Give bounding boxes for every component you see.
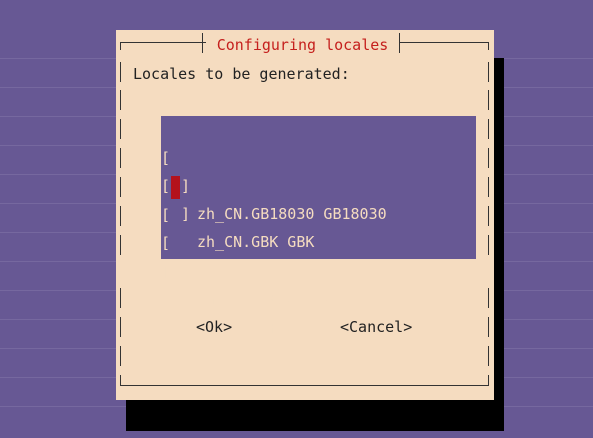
checkbox-open: [ — [161, 234, 171, 252]
locale-item[interactable]: [ ] zh_HK.UTF-8 UTF-8 — [161, 230, 476, 337]
frame-left — [120, 177, 121, 197]
checkbox-close: ] — [181, 205, 191, 223]
checkbox-open: [ — [161, 149, 171, 167]
locale-checklist[interactable]: [ ] zh_CN.GB18030 GB18030 [ ] zh_CN.GBK … — [161, 116, 476, 337]
locale-label: zh_CN.GBK GBK — [197, 233, 315, 251]
frame-right — [488, 206, 489, 226]
cancel-button[interactable]: <Cancel> — [340, 318, 413, 336]
title-divider — [399, 33, 400, 53]
frame-left — [120, 288, 121, 308]
frame-bottom — [120, 385, 489, 386]
frame-right — [488, 148, 489, 168]
frame-left — [120, 206, 121, 226]
locale-item-focused[interactable]: [ ] zh_CN.UTF-8 UTF-8 — [161, 173, 476, 308]
frame-left — [120, 119, 121, 139]
frame-left — [120, 375, 121, 385]
locale-label: zh_HK BIG5-HKSCS — [197, 290, 342, 308]
frame-right — [488, 62, 489, 82]
frame-right — [488, 90, 489, 110]
frame-top-right — [399, 42, 488, 43]
frame-right — [488, 317, 489, 337]
ok-button[interactable]: <Ok> — [196, 318, 233, 336]
checkbox-open: [ — [161, 206, 171, 224]
dialog-title: Configuring locales — [206, 34, 399, 56]
frame-left — [120, 317, 121, 337]
locale-item[interactable]: [ ] zh_HK BIG5-HKSCS — [161, 201, 476, 308]
locales-dialog: Configuring locales Locales to be genera… — [116, 30, 494, 400]
frame-corner — [488, 42, 489, 50]
locale-label: zh_CN.UTF-8 UTF-8 — [197, 290, 351, 308]
checkbox-open: [ — [161, 177, 171, 195]
locale-item[interactable]: [ ] zh_CN.GBK GBK — [161, 144, 476, 251]
frame-right — [488, 119, 489, 139]
frame-right — [488, 375, 489, 385]
frame-right — [488, 177, 489, 197]
checkbox-open: [ — [161, 263, 171, 281]
frame-left — [120, 346, 121, 366]
cursor-block — [171, 176, 180, 199]
locale-item[interactable]: [ ] zh_CN.GB18030 GB18030 — [161, 116, 476, 223]
locale-label: zh_CN.GB18030 GB18030 — [197, 205, 387, 223]
title-divider — [202, 33, 203, 53]
frame-right — [488, 288, 489, 308]
checkbox-close: ] — [181, 177, 191, 195]
frame-left — [120, 90, 121, 110]
checkbox-close: ] — [181, 291, 191, 309]
frame-left — [120, 148, 121, 168]
locale-label: zh_HK.UTF-8 UTF-8 — [197, 319, 351, 337]
frame-left — [120, 62, 121, 82]
frame-top-left — [120, 42, 206, 43]
frame-left — [120, 235, 121, 255]
frame-corner — [120, 42, 121, 50]
checkbox-close: ] — [181, 262, 191, 280]
frame-right — [488, 235, 489, 255]
prompt-label: Locales to be generated: — [133, 65, 350, 83]
frame-right — [488, 346, 489, 366]
checkbox-close: ] — [181, 262, 191, 280]
